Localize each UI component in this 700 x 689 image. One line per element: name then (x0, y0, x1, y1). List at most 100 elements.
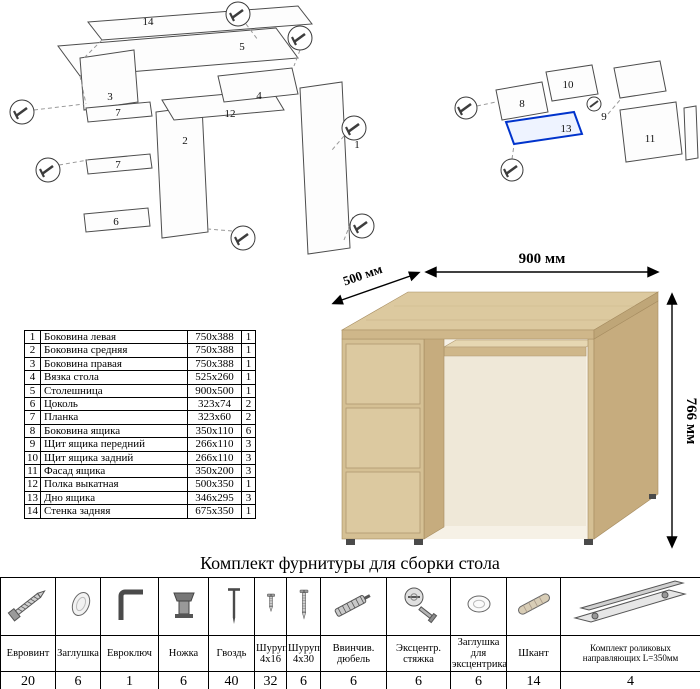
part-number: 3 (24, 356, 41, 372)
part-callout: 1 (354, 139, 360, 151)
hardware-qty: 6 (158, 671, 209, 689)
part-number: 9 (24, 437, 41, 452)
hardware-qty: 6 (450, 671, 507, 689)
part-name: Фасад ящика (40, 464, 188, 479)
hardware-icon-cell (158, 577, 209, 636)
part-callout: 10 (563, 79, 575, 91)
hardware-label: Эксцентр. стяжка (386, 634, 451, 673)
part-callout: 5 (239, 41, 245, 53)
part-number: 6 (24, 397, 41, 412)
keyboard-tray (442, 339, 600, 348)
part-qty: 2 (241, 410, 256, 425)
part-qty: 3 (241, 437, 256, 452)
screw-detail-icon (35, 157, 61, 183)
part-size: 900x500 (187, 383, 242, 399)
part-callout: 14 (143, 16, 155, 28)
part-callout: 3 (107, 91, 113, 103)
part-name: Дно ящика (40, 490, 188, 506)
exploded-diagram-desk: 14 5 3 7 7 6 2 12 4 1 (9, 1, 375, 255)
hardware-label: Ввинчив. дюбель (320, 634, 387, 673)
hardware-label: Шуруп 4x30 (286, 634, 321, 673)
part-callout: 9 (601, 111, 607, 123)
part-size: 266x110 (187, 450, 242, 466)
drawer-panel-outlines (495, 60, 699, 163)
desk-panel-outlines (57, 5, 351, 255)
part-qty: 3 (241, 464, 256, 479)
hardware-icon-cell (450, 577, 507, 636)
hardware-label: Евроключ (100, 634, 159, 673)
part-callout: 8 (519, 98, 525, 110)
part-qty: 1 (241, 383, 256, 399)
part-size: 525x260 (187, 370, 242, 385)
hardware-qty: 6 (386, 671, 451, 689)
part-size: 750x388 (187, 329, 242, 345)
hardware-label-row: Евровинт Заглушка Евроключ Ножка Гвоздь … (0, 634, 700, 673)
screw-detail-icon (454, 96, 478, 120)
cam-cap-icon (467, 595, 490, 613)
part-number: 12 (24, 477, 41, 492)
screw-long-icon (299, 589, 309, 620)
hardware-icon-cell (100, 577, 159, 636)
screw-detail-icon (287, 25, 313, 51)
part-name: Цоколь (40, 397, 188, 412)
hardware-icon-cell (208, 577, 255, 636)
part-name: Боковина средняя (40, 343, 188, 358)
desk-part-number-labels: 14 5 3 7 7 6 2 12 4 1 (107, 16, 360, 228)
part-callout: 7 (115, 107, 121, 119)
hardware-icon-cell (0, 577, 56, 636)
part-name: Столешница (40, 383, 188, 399)
part-callout: 6 (113, 216, 119, 228)
part-number: 10 (24, 450, 41, 466)
part-callout: 12 (225, 108, 236, 120)
exploded-diagram-drawer: 8 10 9 13 11 (454, 60, 699, 182)
hardware-qty: 20 (0, 671, 56, 689)
part-number: 11 (24, 464, 41, 479)
fastener-detail-circles (9, 1, 375, 251)
hardware-label: Комплект роликовых направляющих L=350мм (560, 634, 700, 673)
cam-lock-icon (404, 587, 437, 624)
part-size: 323x74 (187, 397, 242, 412)
part-size: 266x110 (187, 437, 242, 452)
part-name: Полка выкатная (40, 477, 188, 492)
drawer-slides-icon (572, 580, 687, 623)
part-callout: 7 (115, 159, 121, 171)
drawer-front (345, 407, 421, 469)
hardware-label: Шкант (506, 634, 561, 673)
part-callout: 2 (182, 135, 188, 147)
screw-detail-icon (500, 158, 524, 182)
euro-screw-icon (7, 590, 46, 622)
drawer-bottom-highlight (504, 110, 584, 146)
drawer-part-number-labels: 8 10 9 13 11 (519, 79, 655, 145)
part-size: 346x295 (187, 490, 242, 506)
hardware-icon-cell (560, 577, 700, 636)
screw-detail-icon (225, 1, 251, 27)
screw-detail-icon (586, 96, 602, 112)
hardware-label: Гвоздь (208, 634, 255, 673)
drawer-fastener-circles (454, 96, 602, 182)
drawer-front (345, 343, 421, 405)
part-name: Щит ящика задний (40, 450, 188, 466)
part-name: Боковина левая (40, 329, 188, 345)
part-size: 323x60 (187, 410, 242, 425)
drawer-front (345, 471, 421, 534)
desk-feet (346, 494, 656, 545)
dowel-screw-icon (334, 594, 371, 617)
hardware-qty: 32 (254, 671, 287, 689)
part-number: 1 (24, 329, 41, 345)
depth-dimension-label: 500 мм (341, 261, 384, 288)
part-number: 5 (24, 383, 41, 399)
hardware-qty-row: 20 6 1 6 40 32 6 6 6 6 14 4 (0, 671, 700, 689)
desk-body (340, 291, 660, 545)
part-qty: 6 (241, 423, 256, 439)
part-size: 500x350 (187, 477, 242, 492)
part-name: Щит ящика передний (40, 437, 188, 452)
